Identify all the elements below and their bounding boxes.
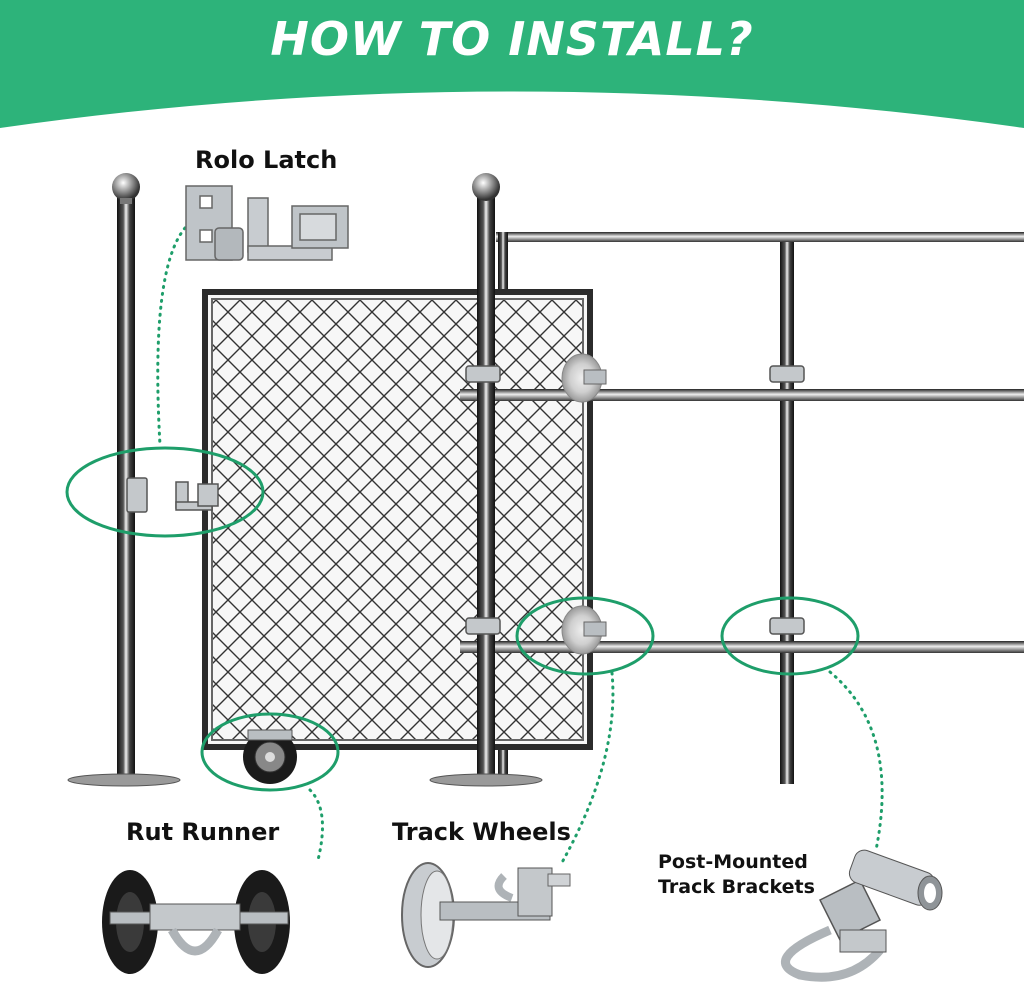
header-banner [0, 0, 1024, 128]
rolo-latch-product [185, 185, 349, 261]
track-wheel-lower [561, 605, 607, 655]
track-wheel-upper [561, 353, 607, 403]
track-bracket-product [781, 849, 943, 982]
callout-ring-bracket [720, 596, 860, 676]
post-mounted-brackets-label: Post-Mounted Track Brackets [658, 850, 815, 900]
page-title: HOW TO INSTALL? [270, 12, 754, 66]
track-wheels-label: Track Wheels [392, 818, 571, 846]
callout-ring-track-wheel [515, 596, 655, 676]
rolo-latch-installed [126, 477, 219, 513]
rut-runner-label: Rut Runner [126, 818, 280, 846]
gate-panel [202, 289, 593, 750]
rolo-latch-label: Rolo Latch [195, 146, 338, 174]
rut-runner-product [102, 870, 290, 974]
post-mounted-label-line2: Track Brackets [658, 876, 815, 898]
track-rail-lower [460, 641, 1024, 653]
latch-post [67, 173, 181, 787]
track-rail-upper [460, 389, 1024, 401]
rut-runner-installed [243, 729, 297, 784]
callout-rings [65, 446, 860, 792]
callout-leaders [156, 226, 884, 868]
track-wheel-product [401, 862, 571, 968]
post-mounted-label-line1: Post-Mounted [658, 851, 808, 873]
callout-ring-latch [65, 446, 265, 538]
callout-ring-rut-runner [200, 712, 340, 792]
post-brackets [465, 365, 805, 635]
